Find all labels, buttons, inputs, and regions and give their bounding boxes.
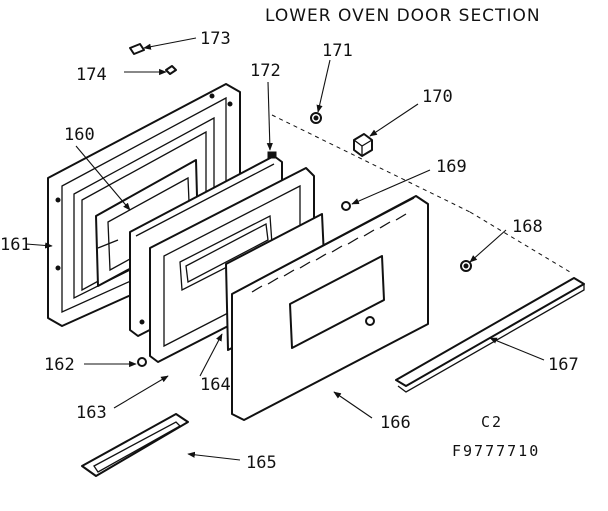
leader-168	[469, 229, 507, 263]
leader-165	[187, 451, 241, 461]
callout-173: 173	[200, 29, 231, 49]
screw-174	[165, 65, 177, 75]
callout-162: 162	[44, 355, 75, 375]
leader-161	[25, 242, 53, 249]
callout-166: 166	[380, 413, 411, 433]
screw-173	[129, 43, 145, 55]
screw-162	[137, 357, 147, 367]
callout-171: 171	[322, 41, 353, 61]
screw-171	[310, 112, 322, 124]
leader-163	[113, 375, 169, 409]
leader-169	[351, 169, 431, 205]
part-number-code: F9777710	[452, 442, 540, 460]
callout-170: 170	[422, 87, 453, 107]
section-code: C2	[481, 413, 503, 431]
leader-167	[489, 337, 545, 361]
leader-173	[143, 37, 197, 50]
leader-166	[333, 391, 373, 419]
callout-164: 164	[200, 375, 231, 395]
hinge-block-170	[353, 133, 373, 157]
nut-168	[460, 260, 472, 272]
callout-174: 174	[76, 65, 107, 85]
window-gasket-165	[81, 413, 189, 477]
callout-163: 163	[76, 403, 107, 423]
vent-slots	[251, 213, 407, 293]
assembly-axis-line	[469, 211, 571, 273]
callout-165: 165	[246, 453, 277, 473]
callout-172: 172	[250, 61, 281, 81]
callout-160: 160	[64, 125, 95, 145]
screw-169	[341, 201, 351, 211]
callout-168: 168	[512, 217, 543, 237]
leader-160	[75, 145, 131, 211]
leader-172	[266, 81, 273, 151]
callout-169: 169	[436, 157, 467, 177]
leader-170	[369, 103, 419, 137]
diagram-title: LOWER OVEN DOOR SECTION	[265, 6, 541, 26]
outer-door-panel-166	[231, 195, 429, 421]
leader-171	[316, 59, 331, 113]
callout-161: 161	[0, 235, 31, 255]
leader-164	[199, 333, 223, 377]
callout-167: 167	[548, 355, 579, 375]
